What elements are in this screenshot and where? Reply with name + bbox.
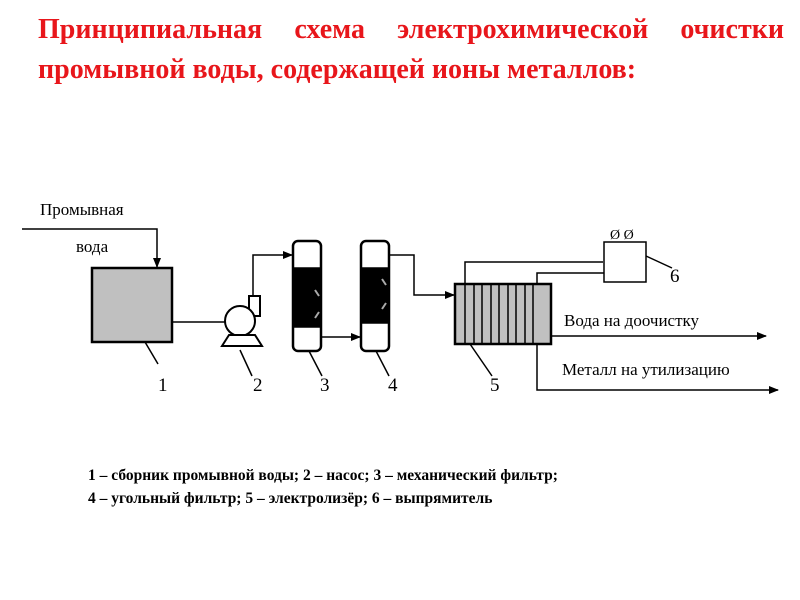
legend-line-2: 4 – угольный фильтр; 5 – электролизёр; 6… xyxy=(88,490,493,507)
legend-line-1: 1 – сборник промывной воды; 2 – насос; 3… xyxy=(88,467,558,484)
label-3: 3 xyxy=(320,375,330,396)
inlet-label: Промывная xyxy=(40,200,124,219)
rectifier xyxy=(603,241,647,283)
inlet-line xyxy=(22,228,161,268)
label-5: 5 xyxy=(490,375,500,396)
terminals: Ø Ø xyxy=(610,228,634,243)
electrolyzer xyxy=(453,282,553,346)
legend: 1 – сборник промывной воды; 2 – насос; 3… xyxy=(88,464,558,510)
label-1: 1 xyxy=(158,375,168,396)
label-6: 6 xyxy=(670,266,680,287)
label-2: 2 xyxy=(253,375,263,396)
inlet-label-2: вода xyxy=(76,237,109,256)
collector-tank xyxy=(90,266,174,344)
pump xyxy=(220,295,264,347)
carbon-filter xyxy=(359,239,391,353)
water-outlet-label: Вода на доочистку xyxy=(564,311,700,330)
metal-outlet-label: Металл на утилизацию xyxy=(562,360,730,379)
slide-title: Принципиальная схема электрохимической о… xyxy=(38,14,784,85)
metal-outlet-arrow xyxy=(536,344,779,394)
label-4: 4 xyxy=(388,375,398,396)
mechanical-filter xyxy=(291,239,323,353)
